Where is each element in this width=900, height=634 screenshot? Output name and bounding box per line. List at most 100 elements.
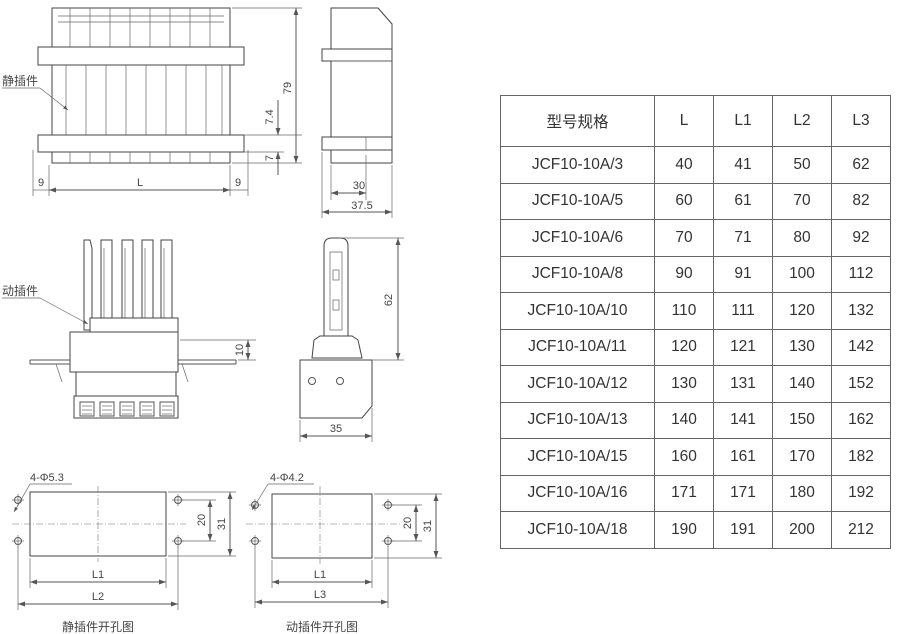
table-row: JCF10-10A/13 140 141 150 162 (500, 401, 891, 439)
cell-L2: 150 (772, 401, 832, 439)
cell-L1: 61 (713, 182, 773, 220)
cell-model: JCF10-10A/8 (500, 255, 655, 293)
cell-L1: 161 (713, 438, 773, 476)
table-row: JCF10-10A/16 171 171 180 192 (500, 474, 891, 512)
dim-7-4: 7.4 (264, 109, 276, 124)
static-cutout-drawing: 4-Φ5.3 20 31 L1 L2 静插件开孔图 (12, 472, 236, 634)
cell-L: 60 (654, 182, 714, 220)
header-model: 型号规格 (500, 95, 655, 147)
static-dim-20: 20 (196, 514, 208, 526)
cell-L1: 131 (713, 365, 773, 403)
static-dim-31: 31 (216, 518, 228, 530)
cell-L: 40 (654, 146, 714, 184)
header-L1: L1 (713, 95, 773, 147)
cell-L1: 121 (713, 328, 773, 366)
cell-L: 70 (654, 219, 714, 257)
cell-L: 190 (654, 511, 714, 549)
dim-62: 62 (383, 294, 395, 306)
cell-L2: 140 (772, 365, 832, 403)
moving-cutout-caption: 动插件开孔图 (286, 620, 358, 634)
cell-L3: 162 (831, 401, 891, 439)
cell-model: JCF10-10A/11 (500, 328, 655, 366)
cell-L2: 50 (772, 146, 832, 184)
dim-37-5: 37.5 (351, 200, 372, 212)
dim-10: 10 (234, 344, 246, 356)
cell-model: JCF10-10A/6 (500, 219, 655, 257)
cell-L: 160 (654, 438, 714, 476)
cell-model: JCF10-10A/12 (500, 365, 655, 403)
cell-model: JCF10-10A/13 (500, 401, 655, 439)
header-L3: L3 (831, 95, 891, 147)
table-header-row: 型号规格 L L1 L2 L3 (500, 95, 891, 147)
table-row: JCF10-10A/8 90 91 100 112 (500, 255, 891, 293)
cell-model: JCF10-10A/16 (500, 474, 655, 512)
table-row: JCF10-10A/6 70 71 80 92 (500, 219, 891, 257)
table-row: JCF10-10A/11 120 121 130 142 (500, 328, 891, 366)
cell-L1: 111 (713, 292, 773, 330)
cell-model: JCF10-10A/5 (500, 182, 655, 220)
static-dim-L1: L1 (92, 569, 104, 581)
cell-L2: 120 (772, 292, 832, 330)
cell-L3: 192 (831, 474, 891, 512)
dim-9-right: 9 (235, 177, 241, 189)
cell-L3: 112 (831, 255, 891, 293)
moving-dim-31: 31 (422, 520, 434, 532)
table-row: JCF10-10A/18 190 191 200 212 (500, 511, 891, 549)
terminal-screws (79, 401, 175, 417)
cell-model: JCF10-10A/3 (500, 146, 655, 184)
moving-part-label: 动插件 (2, 284, 38, 298)
cell-L: 110 (654, 292, 714, 330)
cell-L3: 142 (831, 328, 891, 366)
cell-L3: 132 (831, 292, 891, 330)
cell-L3: 182 (831, 438, 891, 476)
cell-L3: 62 (831, 146, 891, 184)
cell-L1: 91 (713, 255, 773, 293)
static-part-label: 静插件 (2, 74, 38, 88)
dim-35: 35 (330, 423, 342, 435)
table-row: JCF10-10A/15 160 161 170 182 (500, 438, 891, 476)
cell-L2: 130 (772, 328, 832, 366)
cell-L1: 191 (713, 511, 773, 549)
static-part-front-view: 静插件 9 L 9 79 7.4 7 (2, 7, 302, 196)
static-part-side-view: 30 37.5 (321, 7, 393, 218)
static-cutout-caption: 静插件开孔图 (62, 620, 134, 634)
moving-hole-spec: 4-Φ4.2 (270, 472, 304, 484)
cell-L3: 82 (831, 182, 891, 220)
cell-L: 90 (654, 255, 714, 293)
table-row: JCF10-10A/12 130 131 140 152 (500, 365, 891, 403)
cell-L2: 200 (772, 511, 832, 549)
cell-L3: 212 (831, 511, 891, 549)
cell-model: JCF10-10A/15 (500, 438, 655, 476)
header-L2: L2 (772, 95, 832, 147)
moving-cutout-drawing: 4-Φ4.2 20 31 L1 L3 动插件开孔图 (246, 472, 442, 634)
cell-L: 140 (654, 401, 714, 439)
cell-L1: 141 (713, 401, 773, 439)
spec-table: 型号规格 L L1 L2 L3 JCF10-10A/3 40 41 50 62 … (500, 95, 891, 549)
cell-L2: 70 (772, 182, 832, 220)
moving-dim-20: 20 (402, 517, 414, 529)
table-row: JCF10-10A/3 40 41 50 62 (500, 146, 891, 184)
dim-79: 79 (282, 82, 294, 94)
moving-part-front-view: 动插件 10 (2, 239, 256, 419)
cell-L1: 71 (713, 219, 773, 257)
cell-L3: 92 (831, 219, 891, 257)
table-row: JCF10-10A/5 60 61 70 82 (500, 182, 891, 220)
cell-L3: 152 (831, 365, 891, 403)
cell-L: 171 (654, 474, 714, 512)
moving-dim-L1: L1 (314, 569, 326, 581)
header-L: L (654, 95, 714, 147)
dim-9-left: 9 (38, 177, 44, 189)
cell-L: 130 (654, 365, 714, 403)
static-dim-L2: L2 (92, 591, 104, 603)
cell-L2: 80 (772, 219, 832, 257)
cell-L2: 180 (772, 474, 832, 512)
static-hole-spec: 4-Φ5.3 (30, 472, 64, 484)
cell-L1: 171 (713, 474, 773, 512)
table-row: JCF10-10A/10 110 111 120 132 (500, 292, 891, 330)
cell-model: JCF10-10A/18 (500, 511, 655, 549)
dim-30: 30 (353, 180, 365, 192)
cell-L1: 41 (713, 146, 773, 184)
cell-L2: 100 (772, 255, 832, 293)
dim-L: L (137, 177, 143, 189)
